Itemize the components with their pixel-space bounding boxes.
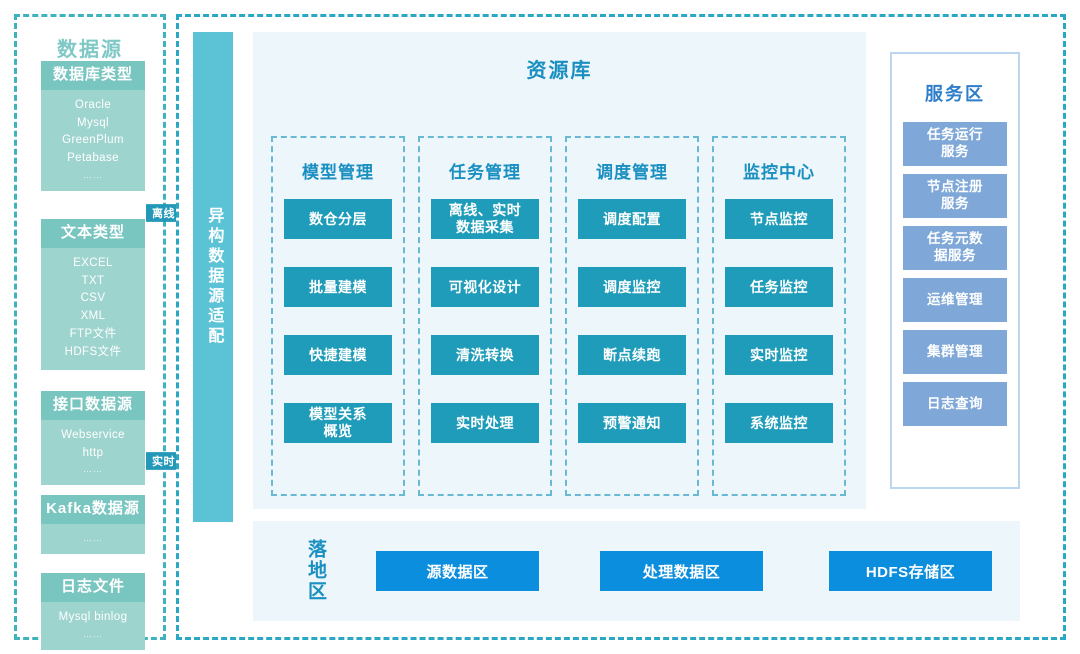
repository-item-list: 调度配置调度监控断点续跑预警通知	[567, 199, 697, 443]
datasource-item: XML	[80, 310, 106, 323]
adapter-label: 异构数据源适配	[205, 207, 223, 347]
heterogeneous-datasource-adapter: 异构数据源适配	[193, 32, 233, 522]
datasource-card-body: Webservice http ……	[41, 420, 145, 486]
datasource-card: 接口数据源 Webservice http ……	[41, 391, 145, 486]
datasource-card-header: Kafka数据源	[41, 495, 145, 524]
service-area-item[interactable]: 节点注册服务	[903, 174, 1007, 218]
service-area-item-list: 任务运行服务节点注册服务任务元数据服务运维管理集群管理日志查询	[903, 122, 1007, 426]
datasource-item: http	[82, 446, 104, 459]
repository-item[interactable]: 批量建模	[284, 267, 392, 307]
service-area-item[interactable]: 日志查询	[903, 382, 1007, 426]
datasource-item: TXT	[81, 274, 105, 287]
landing-zone-item[interactable]: 处理数据区	[600, 551, 763, 591]
repository-item[interactable]: 调度监控	[578, 267, 686, 307]
repository-column-title: 模型管理	[302, 163, 374, 182]
repository-column: 任务管理离线、实时数据采集可视化设计清洗转换实时处理	[418, 136, 552, 496]
repository-column: 模型管理数仓分层批量建模快捷建模模型关系概览	[271, 136, 405, 496]
repository-item-list: 离线、实时数据采集可视化设计清洗转换实时处理	[420, 199, 550, 443]
repository-item[interactable]: 节点监控	[725, 199, 833, 239]
repository-item[interactable]: 断点续跑	[578, 335, 686, 375]
datasource-card-header: 日志文件	[41, 573, 145, 602]
repository-item[interactable]: 快捷建模	[284, 335, 392, 375]
flow-arrow-offline-label: 离线	[152, 208, 175, 220]
service-area-title: 服务区	[925, 84, 985, 104]
datasource-ellipsis: ……	[83, 170, 103, 180]
datasource-item: Oracle	[74, 98, 112, 111]
repository-item[interactable]: 离线、实时数据采集	[431, 199, 539, 239]
datasource-card: 文本类型 EXCEL TXT CSV XML FTP文件 HDFS文件	[41, 219, 145, 370]
datasource-item: Petabase	[67, 152, 119, 165]
repository-item[interactable]: 清洗转换	[431, 335, 539, 375]
datasource-card-header: 文本类型	[41, 219, 145, 248]
datasource-card-body: ……	[41, 524, 145, 554]
datasource-card: Kafka数据源 ……	[41, 495, 145, 554]
datasource-card-body: Mysql binlog ……	[41, 602, 145, 650]
flow-arrow-realtime-label: 实时	[152, 456, 175, 468]
landing-zone-panel: 落地区 源数据区 处理数据区 HDFS存储区	[253, 521, 1020, 621]
datasource-item: Mysql	[76, 116, 110, 129]
repository-column-title: 监控中心	[743, 163, 815, 182]
datasource-item: FTP文件	[69, 328, 117, 340]
datasource-item: GreenPlum	[62, 134, 124, 147]
repository-item[interactable]: 实时监控	[725, 335, 833, 375]
datasource-title: 数据源	[57, 39, 123, 61]
service-area-item[interactable]: 任务运行服务	[903, 122, 1007, 166]
repository-item[interactable]: 系统监控	[725, 403, 833, 443]
repository-title: 资源库	[526, 60, 593, 82]
datasource-ellipsis: ……	[83, 628, 103, 639]
datasource-card: 日志文件 Mysql binlog ……	[41, 573, 145, 650]
datasource-item: Mysql binlog	[58, 610, 128, 623]
datasource-ellipsis: ……	[83, 464, 103, 475]
datasource-ellipsis: ……	[83, 532, 103, 543]
repository-column-title: 任务管理	[449, 163, 521, 182]
service-area-item[interactable]: 任务元数据服务	[903, 226, 1007, 270]
datasource-card-body: EXCEL TXT CSV XML FTP文件 HDFS文件	[41, 248, 145, 370]
datasource-card-header: 接口数据源	[41, 391, 145, 420]
repository-item-list: 数仓分层批量建模快捷建模模型关系概览	[273, 199, 403, 443]
landing-zone-title: 落地区	[305, 539, 326, 602]
datasource-item: HDFS文件	[64, 345, 122, 358]
repository-column-title: 调度管理	[596, 163, 668, 182]
repository-panel: 资源库 模型管理数仓分层批量建模快捷建模模型关系概览任务管理离线、实时数据采集可…	[253, 32, 866, 509]
datasource-item: CSV	[80, 292, 106, 305]
repository-item-list: 节点监控任务监控实时监控系统监控	[714, 199, 844, 443]
repository-item[interactable]: 任务监控	[725, 267, 833, 307]
repository-item[interactable]: 实时处理	[431, 403, 539, 443]
repository-column: 调度管理调度配置调度监控断点续跑预警通知	[565, 136, 699, 496]
datasource-item: Webservice	[61, 428, 125, 441]
service-area-item[interactable]: 运维管理	[903, 278, 1007, 322]
landing-zone-item[interactable]: HDFS存储区	[829, 551, 992, 591]
landing-zone-item[interactable]: 源数据区	[376, 551, 539, 591]
repository-item[interactable]: 数仓分层	[284, 199, 392, 239]
repository-item[interactable]: 调度配置	[578, 199, 686, 239]
service-area-item[interactable]: 集群管理	[903, 330, 1007, 374]
repository-item[interactable]: 模型关系概览	[284, 403, 392, 443]
service-area-panel: 服务区 任务运行服务节点注册服务任务元数据服务运维管理集群管理日志查询	[890, 52, 1020, 489]
repository-item[interactable]: 可视化设计	[431, 267, 539, 307]
datasource-card-header: 数据库类型	[41, 61, 145, 90]
repository-item[interactable]: 预警通知	[578, 403, 686, 443]
repository-column: 监控中心节点监控任务监控实时监控系统监控	[712, 136, 846, 496]
datasource-item: EXCEL	[73, 256, 113, 269]
